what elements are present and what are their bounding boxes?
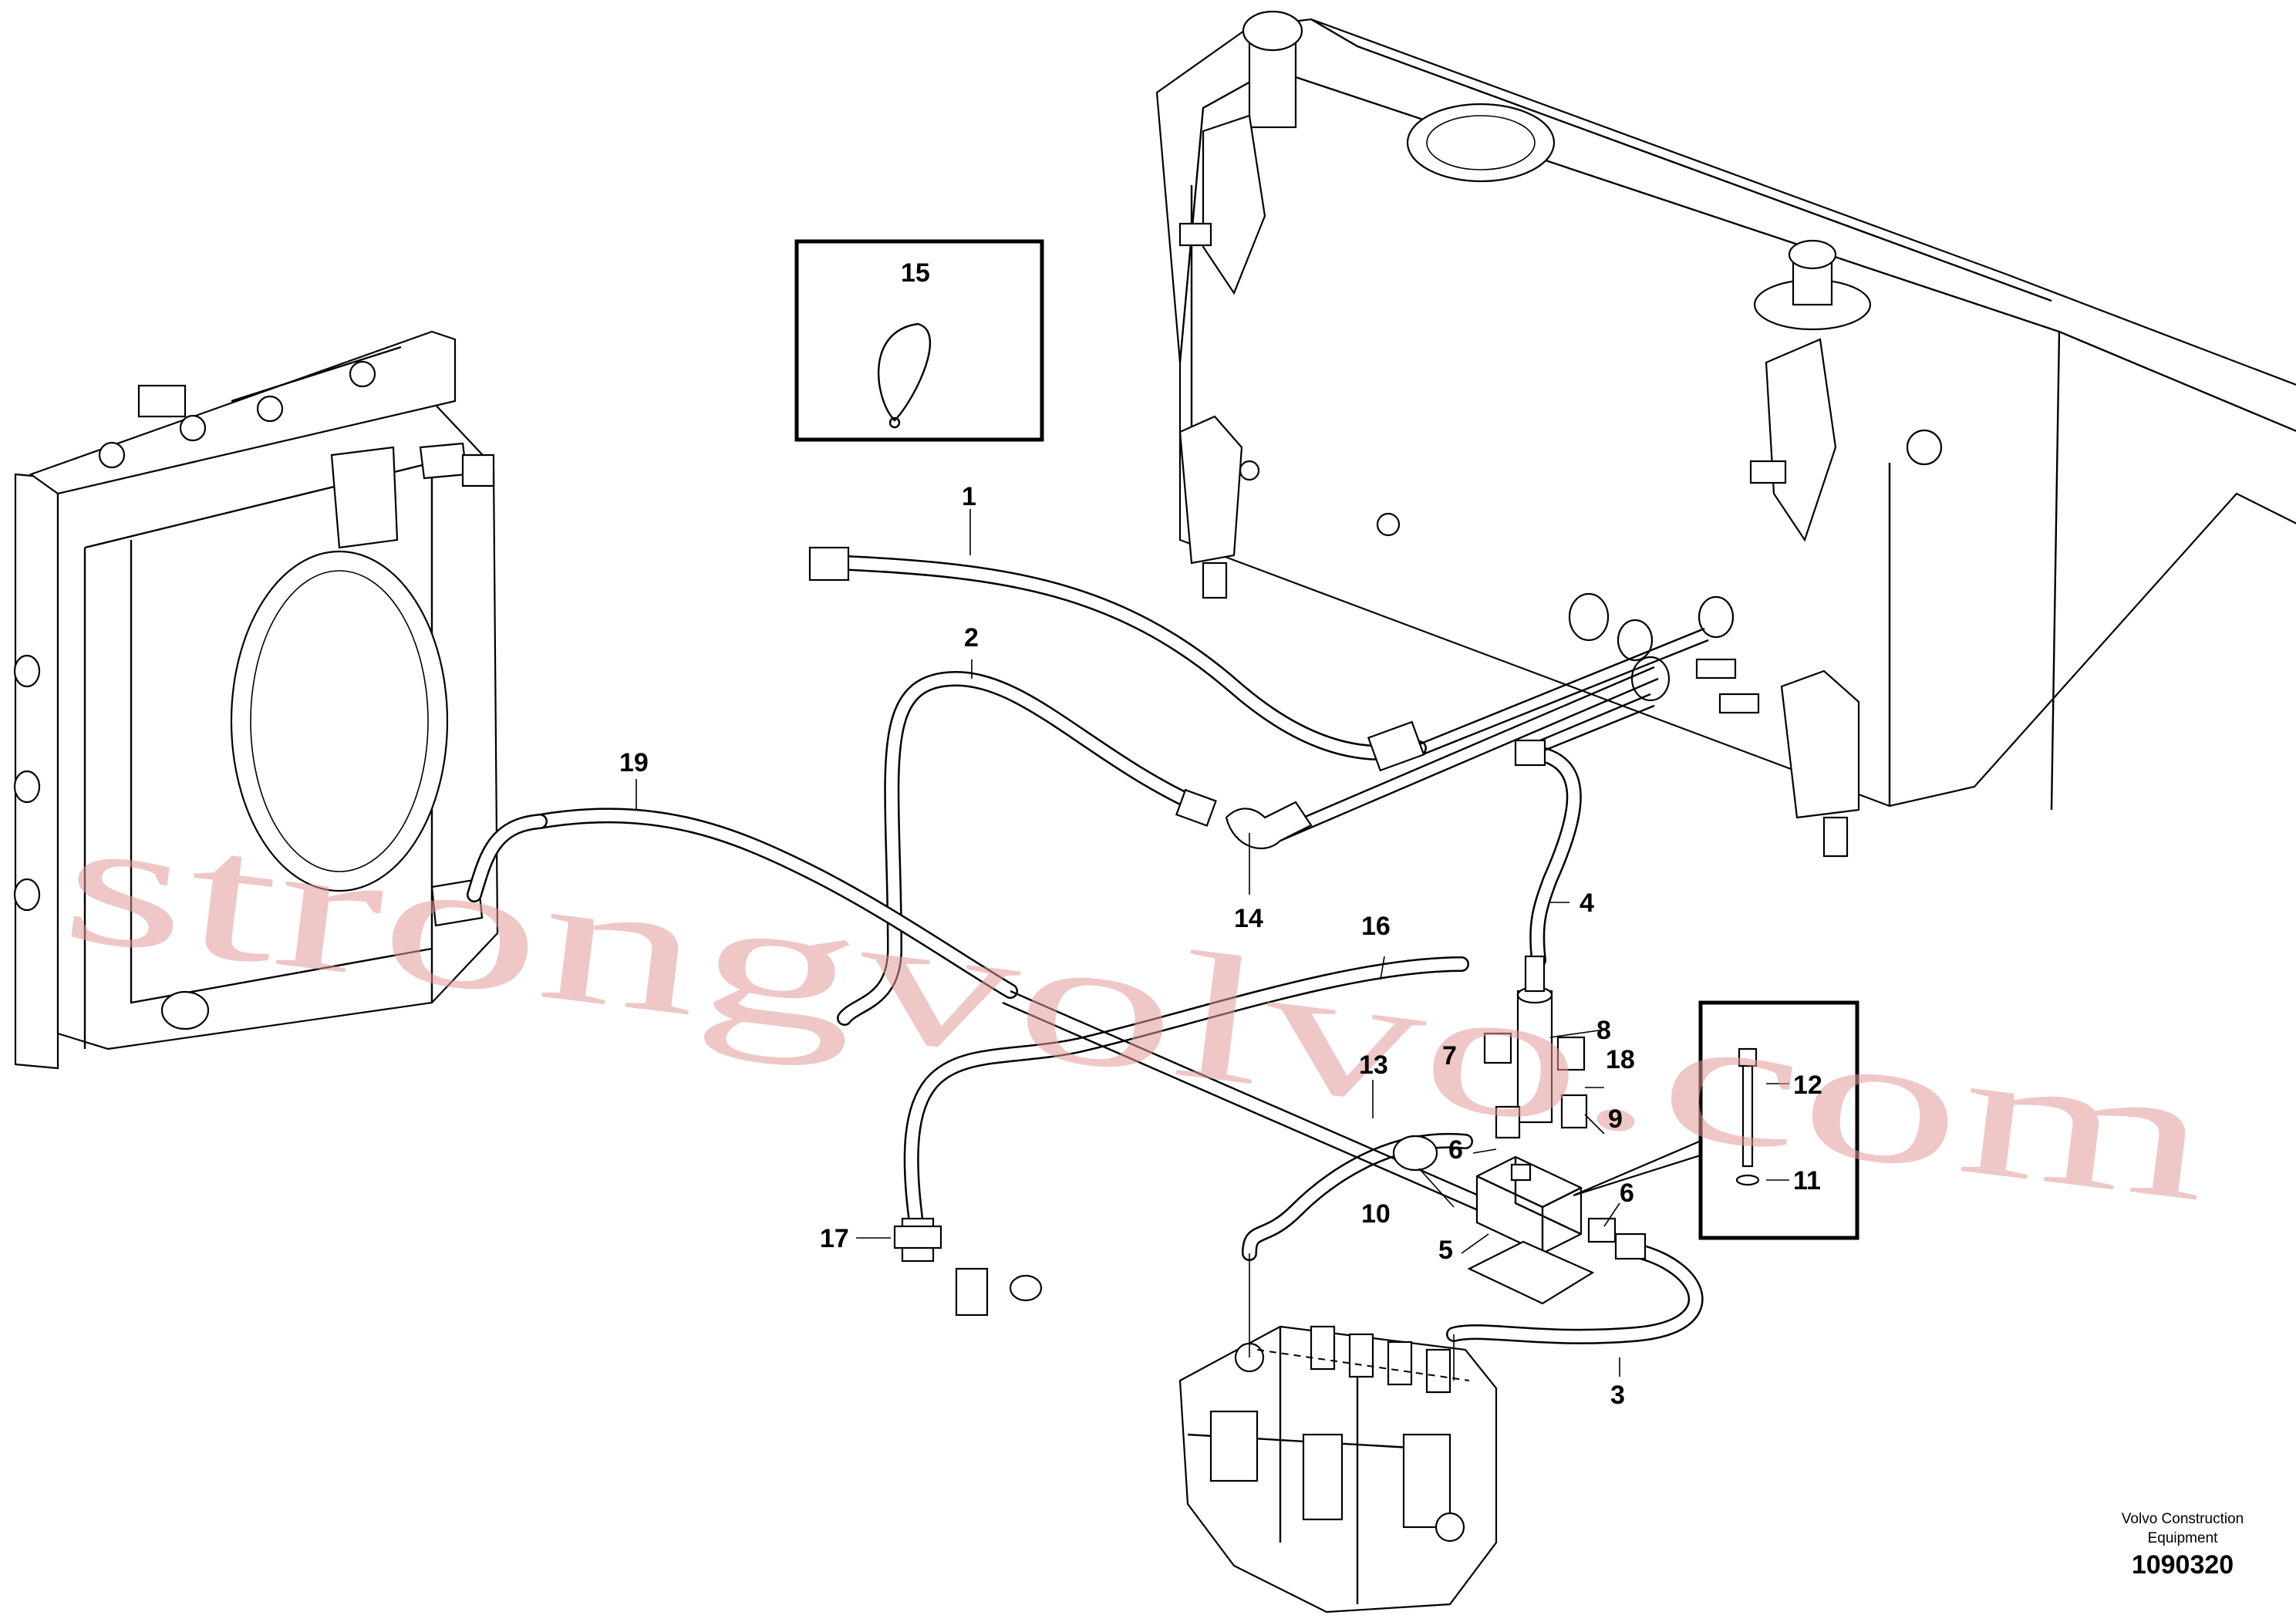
filter-8: [1516, 990, 1553, 1124]
hose-2: [837, 671, 1217, 1026]
callout-12: 12: [1793, 1071, 1822, 1100]
callout-13: 13: [1359, 1050, 1388, 1080]
tee-fitting-17: [893, 1217, 1043, 1317]
nipple-6-b: [1587, 1217, 1617, 1243]
callout-3: 3: [1610, 1381, 1625, 1410]
callout-16: 16: [1361, 912, 1391, 941]
fitting-7: [1483, 1032, 1512, 1064]
callout-19: 19: [619, 748, 649, 777]
plug-10: [1392, 1135, 1438, 1172]
callout-15: 15: [901, 258, 930, 288]
callout-7: 7: [1442, 1041, 1457, 1071]
adapter-9: [1560, 1094, 1588, 1129]
control-valve: [1178, 1325, 1498, 1614]
document-number: 1090320: [2132, 1550, 2234, 1580]
hose-3: [1446, 1242, 1704, 1344]
fitting-top-hose-4: [1514, 739, 1546, 767]
hose-19: [467, 808, 1018, 999]
nipple-6-a: [1495, 1105, 1521, 1139]
watermark-text: strongvolvo.com: [53, 777, 2221, 1239]
callout-5: 5: [1438, 1236, 1453, 1265]
detail-box-11-12: [1698, 1000, 1859, 1240]
callout-2: 2: [964, 623, 979, 653]
hydraulic-tank: [1155, 10, 2296, 858]
callout-8: 8: [1596, 1016, 1611, 1045]
callout-14: 14: [1234, 904, 1263, 933]
hose-16: [903, 956, 1469, 1242]
oil-cooler: [13, 330, 499, 1070]
callout-9: 9: [1608, 1104, 1623, 1134]
adapter-8-top: [1524, 955, 1546, 993]
callout-17: 17: [820, 1224, 849, 1253]
manifold-block-5: [1467, 1155, 1595, 1305]
callout-6b: 6: [1620, 1179, 1634, 1208]
hose-4: [1523, 744, 1582, 968]
callout-11: 11: [1793, 1166, 1821, 1195]
elbow-fitting-14: [1225, 801, 1313, 850]
credit-line-1: Volvo Construction: [2122, 1511, 2244, 1527]
callout-10: 10: [1361, 1199, 1391, 1229]
callout-6a: 6: [1448, 1135, 1463, 1165]
credit-line-2: Equipment: [2148, 1530, 2219, 1546]
hose-1: [808, 546, 1427, 760]
detail-box-15: [794, 239, 1044, 442]
callout-18: 18: [1606, 1045, 1635, 1074]
callout-1: 1: [962, 482, 976, 511]
adapter-18: [1556, 1036, 1586, 1071]
callout-4: 4: [1580, 889, 1594, 918]
